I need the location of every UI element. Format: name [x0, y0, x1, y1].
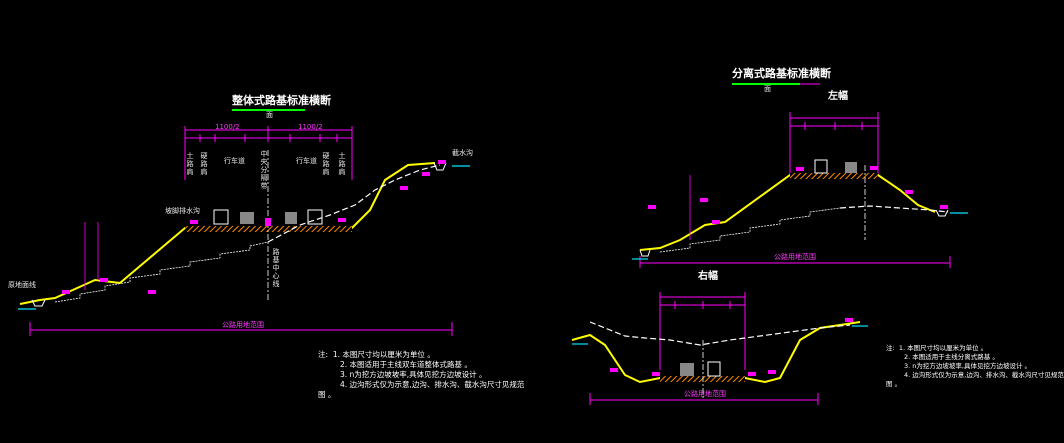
right-top-dimension	[789, 112, 879, 175]
left-label-4: 行车道	[296, 157, 317, 165]
right-left-half-label: 左幅	[828, 91, 848, 102]
right-bottom-pavement	[660, 376, 745, 382]
notes-left-prefix: 注:	[318, 350, 329, 359]
right-title-sub: 面	[764, 85, 771, 93]
left-center-note: 路基中心线	[272, 248, 280, 288]
notes-right-suffix: 图 。	[886, 380, 902, 388]
notes-right-prefix: 注:	[886, 344, 895, 352]
left-original-ground	[267, 164, 441, 243]
notes-right-item-1: 2. 本图适用于主线分离式路基 。	[904, 353, 999, 361]
right-total-bottom: 公路用地范围	[684, 390, 726, 398]
notes-right-item-2: 3. n为挖方边坡坡率,具体见挖方边坡设计 。	[904, 362, 1032, 370]
left-label-5: 硬路肩	[322, 152, 330, 176]
left-dim-markers	[62, 160, 446, 294]
right-bottom-total-dimension	[589, 393, 819, 405]
left-ditch	[31, 299, 46, 307]
right-bottom-section	[571, 292, 868, 405]
left-pavement	[185, 226, 352, 232]
left-width-dim-a: 1100/2	[215, 123, 240, 131]
notes-right-item-0: 1. 本图尺寸均以厘米为单位 。	[898, 344, 988, 352]
left-slope-note: 坡脚排水沟	[165, 207, 200, 215]
left-vehicles	[213, 209, 323, 226]
right-top-bottom-dimension	[639, 256, 951, 268]
left-embankment-line	[19, 162, 436, 305]
left-width-dim-b: 1100/2	[298, 123, 323, 131]
right-top-section	[632, 83, 968, 268]
left-label-6: 土路肩	[338, 152, 346, 176]
right-bottom-top-dimension	[659, 292, 746, 370]
right-bottom-road	[571, 321, 861, 384]
notes-left: 注: 1. 本图尺寸均以厘米为单位 。 2. 本图适用于主线双车道整体式路基 。…	[318, 350, 524, 400]
left-ground-steps	[54, 241, 269, 303]
notes-left-item-3: 4. 边沟形式仅为示意,边沟、排水沟、截水沟尺寸见规范	[340, 380, 525, 389]
left-label-1: 硬路肩	[200, 152, 208, 176]
notes-right-item-3: 4. 边沟形式仅为示意,边沟、排水沟、截水沟尺寸见规范	[904, 371, 1064, 379]
right-top-pavement	[790, 173, 878, 179]
right-bottom-ground	[589, 321, 851, 346]
notes-left-item-1: 2. 本图适用于主线双车道整体式路基 。	[340, 360, 472, 369]
left-label-2: 行车道	[224, 157, 245, 165]
notes-left-item-0: 1. 本图尺寸均以厘米为单位 。	[332, 350, 435, 359]
left-top-dimension	[184, 126, 353, 180]
notes-left-suffix: 图 。	[318, 390, 336, 399]
left-title-sub: 面	[266, 111, 273, 119]
left-ground-note: 原地面线	[8, 281, 36, 289]
right-top-road	[639, 174, 936, 251]
right-title: 分离式路基标准横断	[732, 67, 831, 80]
right-top-steps	[659, 207, 841, 253]
left-slope-note-right: 截水沟	[452, 149, 473, 157]
left-title: 整体式路基标准横断	[232, 94, 331, 107]
right-top-ground	[839, 205, 949, 213]
left-cross-section	[18, 109, 470, 336]
left-label-3: 中央分隔带	[260, 150, 268, 190]
right-ditch	[433, 162, 447, 171]
notes-right: 注: 1. 本图尺寸均以厘米为单位 。 2. 本图适用于主线分离式路基 。 3.…	[886, 344, 1064, 389]
right-right-half-label: 右幅	[698, 271, 718, 282]
notes-left-item-2: 3. n为挖方边坡坡率,具体见挖方边坡设计 。	[340, 370, 487, 379]
right-total-top: 公路用地范围	[774, 253, 816, 261]
left-total-label: 公路用地范围	[222, 321, 264, 329]
left-label-0: 土路肩	[186, 152, 194, 176]
left-bottom-dimension	[29, 322, 453, 336]
